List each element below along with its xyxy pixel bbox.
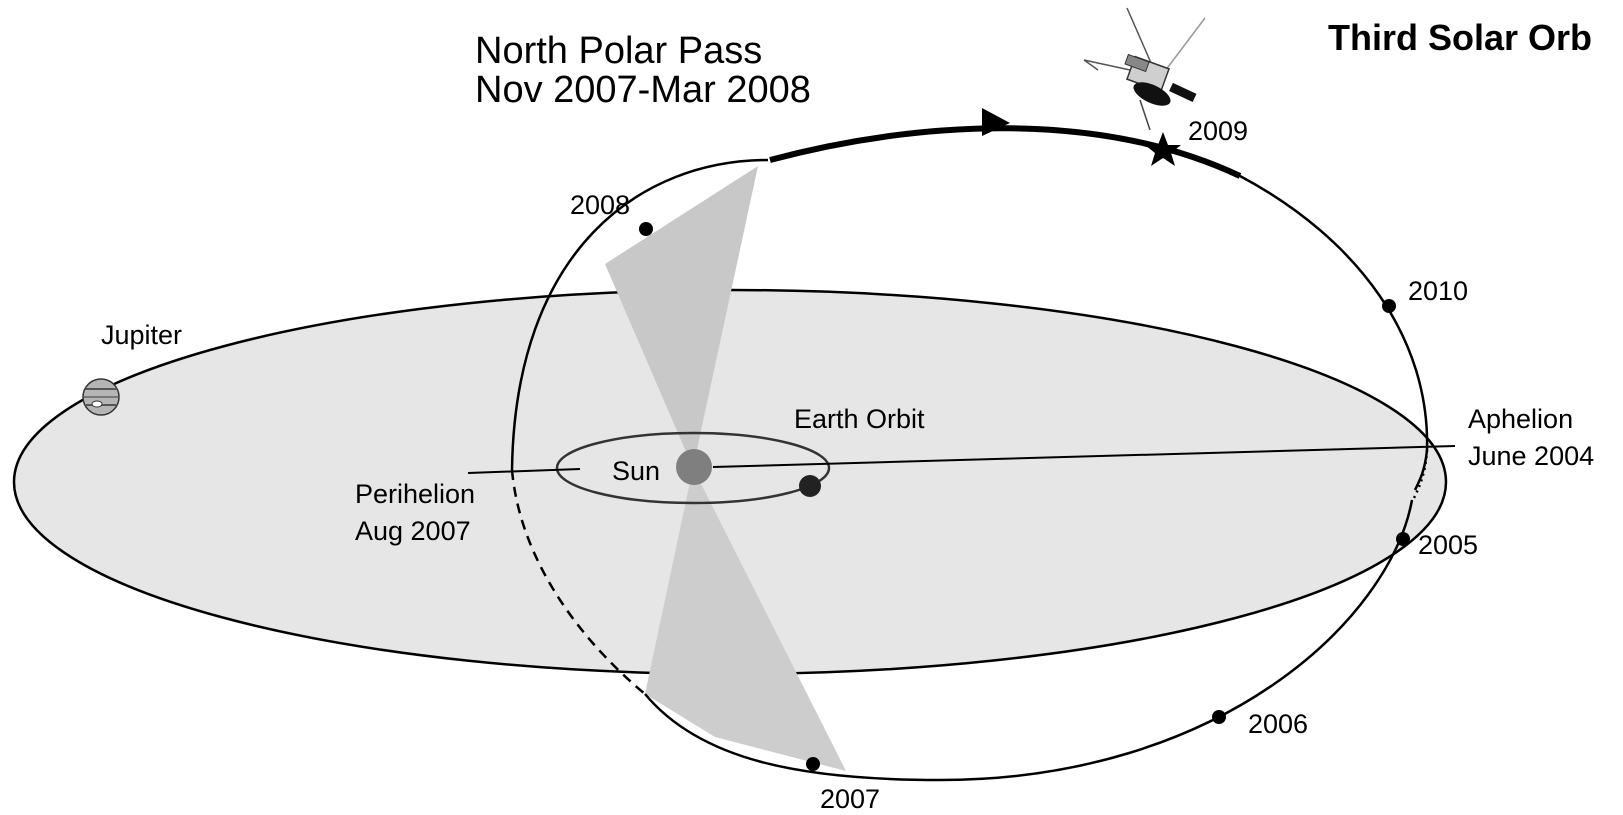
- year-label-2008: 2008: [570, 190, 630, 220]
- ulysses-orbit-lower: [644, 499, 1414, 782]
- year-label-2010: 2010: [1408, 276, 1468, 306]
- star-marker-icon: [1145, 132, 1181, 166]
- year-label-2005: 2005: [1418, 530, 1478, 560]
- third-orbit-highlight: [769, 125, 1242, 179]
- earth-icon: [799, 475, 821, 497]
- polar-pass-label-line1: North Polar Pass: [475, 30, 762, 72]
- year-dot-2008: [639, 222, 653, 236]
- perihelion-label-line2: Aug 2007: [355, 516, 471, 546]
- aphelion-label-line2: June 2004: [1468, 441, 1594, 471]
- ulysses-orbit-hidden: [510, 469, 646, 695]
- ulysses-spacecraft-icon: [1083, 7, 1206, 131]
- sun-label: Sun: [612, 456, 660, 486]
- polar-pass-label-line2: Nov 2007-Mar 2008: [475, 69, 811, 111]
- year-label-2009: 2009: [1188, 116, 1248, 146]
- earth-orbit-label: Earth Orbit: [794, 404, 925, 434]
- year-dot-2005: [1396, 532, 1410, 546]
- ulysses-orbit-dotted: [1412, 449, 1429, 499]
- apse-line: [712, 445, 1456, 468]
- year-dot-2007: [806, 757, 820, 771]
- ulysses-orbit: [510, 158, 769, 471]
- year-dot-2010: [1382, 299, 1396, 313]
- aphelion-label-line1: Aphelion: [1468, 404, 1573, 434]
- south-polar-cone: [645, 468, 846, 771]
- sun-icon: [676, 449, 712, 485]
- jupiter-label: Jupiter: [101, 320, 182, 350]
- jupiter-planet-icon: [82, 378, 120, 416]
- year-label-2006: 2006: [1248, 709, 1308, 739]
- earth-orbit: [555, 431, 831, 505]
- year-label-2007: 2007: [820, 784, 880, 814]
- north-polar-cone: [605, 166, 758, 468]
- direction-arrow: [982, 108, 1010, 136]
- perihelion-label-line1: Perihelion: [355, 479, 475, 509]
- diagram-title: Third Solar Orb: [1328, 17, 1592, 58]
- perihelion-line: [467, 468, 581, 474]
- ulysses-orbit-right: [1239, 174, 1429, 491]
- year-dot-2006: [1212, 710, 1226, 724]
